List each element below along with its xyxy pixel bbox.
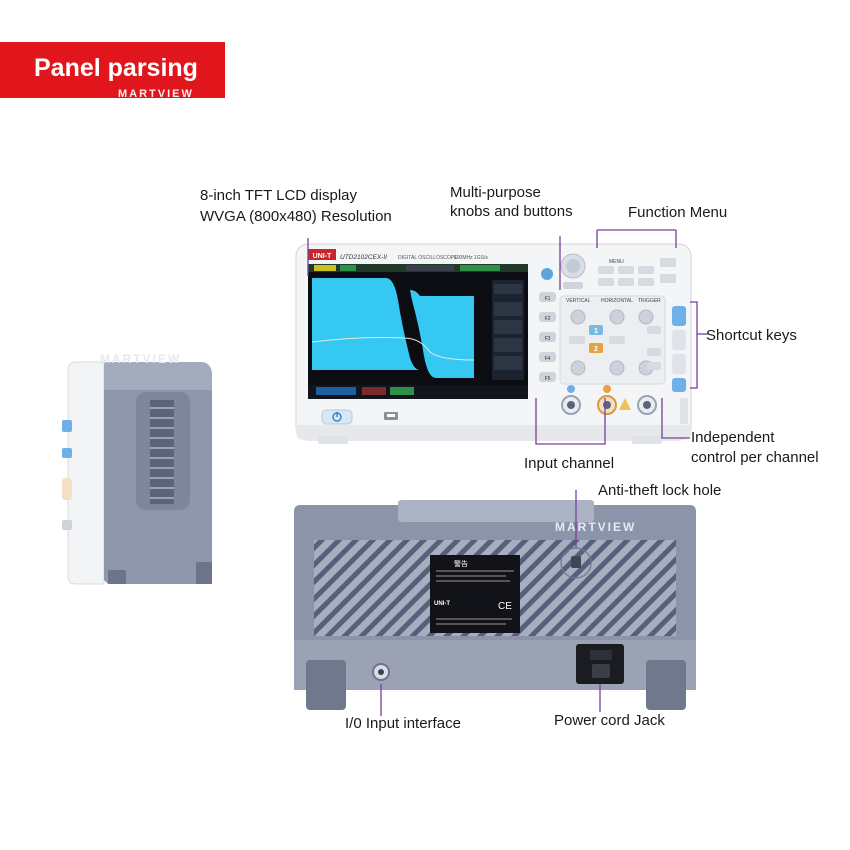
front-view: UNI-T UTD2102CEX-II DIGITAL OSCILLOSCOPE… — [295, 243, 692, 444]
side-view — [62, 361, 212, 585]
waveform-ch2 — [410, 290, 474, 378]
callout-shortcut-keys: Shortcut keys — [706, 327, 797, 344]
warning-title: 警告 — [454, 559, 468, 568]
banner-watermark: MARTVIEW — [118, 88, 194, 100]
callout-power-jack: Power cord Jack — [554, 712, 665, 729]
softkey-f4-label: F4 — [545, 356, 551, 362]
bnc-connector-icon[interactable] — [561, 385, 657, 415]
callout-input-channel: Input channel — [524, 455, 615, 472]
softkey-f5 — [539, 372, 556, 382]
softkey-f1 — [539, 292, 556, 302]
menu-label: MENU — [609, 259, 624, 265]
channel-2-button[interactable] — [589, 343, 603, 353]
callout-function-menu: Function Menu — [628, 204, 728, 221]
channel-1-button[interactable] — [589, 325, 603, 335]
label-brand: UNI-T — [434, 601, 450, 607]
callout-independent-line2: control per channel — [691, 449, 819, 466]
softkeys[interactable] — [539, 268, 556, 382]
shortcut-keys[interactable] — [672, 306, 686, 392]
brand-text: UNI-T — [313, 253, 332, 260]
watermark-side: MARTVIEW — [100, 352, 182, 366]
title-banner: Panel parsing — [0, 42, 225, 98]
callout-display-line2: WVGA (800x480) Resolution — [200, 208, 392, 225]
callout-display-line1: 8-inch TFT LCD display — [200, 187, 358, 204]
softkey-f5-label: F5 — [545, 376, 551, 382]
rear-view: 警告 UNI-T CE — [294, 500, 696, 710]
function-menu-buttons[interactable] — [598, 258, 676, 286]
channel-1-label: 1 — [594, 328, 598, 335]
spec-text: 100MHz 1GS/s — [454, 255, 488, 261]
callout-io-interface: I/0 Input interface — [345, 715, 461, 732]
device-type-text: DIGITAL OSCILLOSCOPE — [398, 255, 458, 261]
section-horizontal: HORIZONTAL — [601, 298, 633, 304]
callout-independent-line1: Independent — [691, 429, 775, 446]
softkey-f4 — [539, 352, 556, 362]
softkey-f3 — [539, 332, 556, 342]
callout-anti-theft: Anti-theft lock hole — [598, 482, 722, 499]
softkey-f1-label: F1 — [545, 296, 551, 302]
softkey-f2 — [539, 312, 556, 322]
banner-title: Panel parsing — [34, 54, 198, 82]
warning-label — [430, 555, 520, 633]
brand-badge — [308, 249, 336, 260]
section-trigger: TRIGGER — [638, 298, 661, 304]
waveform-ch1 — [312, 278, 420, 370]
watermark-rear: MARTVIEW — [555, 520, 637, 534]
callout-lines — [307, 229, 708, 716]
softkey-f2-label: F2 — [545, 316, 551, 322]
callout-knobs-line2: knobs and buttons — [450, 203, 573, 220]
ce-mark-icon: CE — [498, 601, 512, 612]
callout-knobs-line1: Multi-purpose — [450, 184, 541, 201]
section-vertical: VERTICAL — [566, 298, 591, 304]
channel-2-label: 2 — [594, 346, 598, 353]
model-text: UTD2102CEX-II — [340, 254, 387, 261]
softkey-f3-label: F3 — [545, 336, 551, 342]
lock-hole — [571, 556, 581, 568]
